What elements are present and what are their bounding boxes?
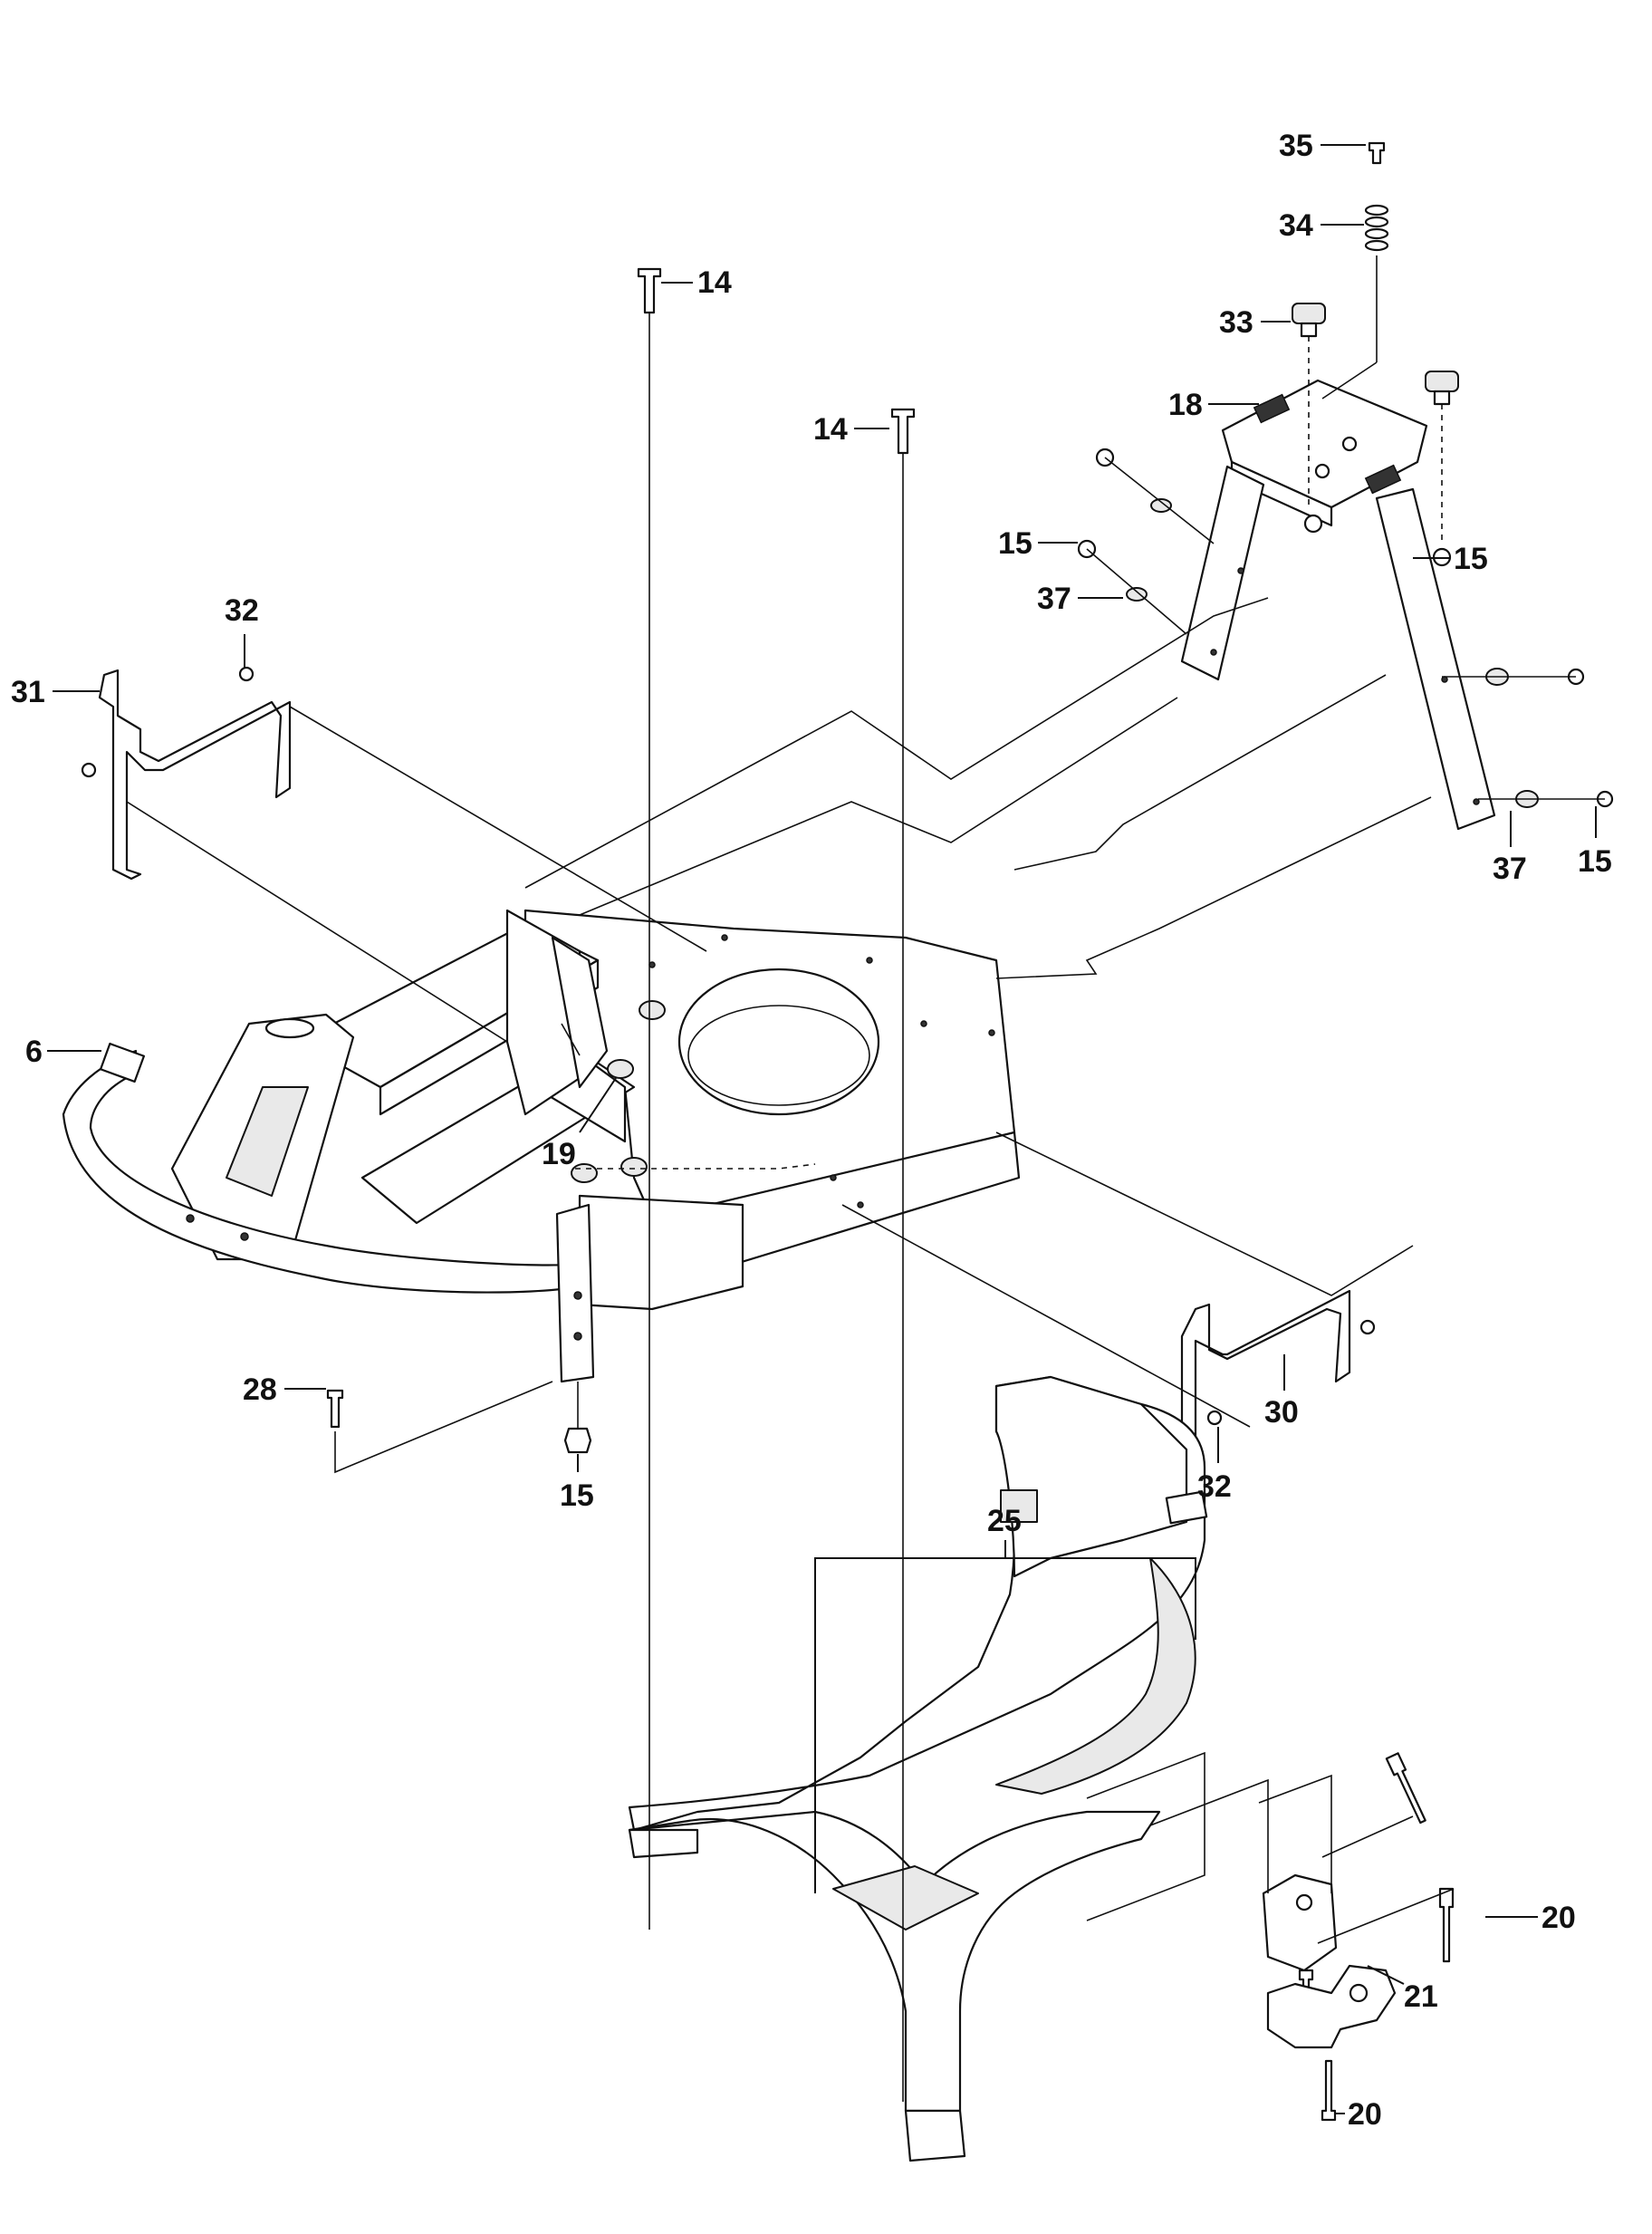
callout-31: 31 xyxy=(11,675,45,709)
callout-15-upper-left: 15 xyxy=(998,526,1032,561)
bracket-left xyxy=(81,666,292,881)
callout-18: 18 xyxy=(1168,388,1203,422)
callout-34: 34 xyxy=(1279,208,1313,243)
pins-14 xyxy=(637,267,916,2102)
callout-labels: 35 34 33 18 15 15 37 37 15 14 14 32 xyxy=(11,129,1612,2132)
callout-15-far-right: 15 xyxy=(1578,844,1612,879)
callout-37-left: 37 xyxy=(1037,582,1071,616)
callout-15-upper-right: 15 xyxy=(1454,542,1488,576)
callout-32-upper: 32 xyxy=(225,593,259,628)
callout-19: 19 xyxy=(542,1137,576,1171)
callout-14-middle: 14 xyxy=(813,412,848,447)
callout-28: 28 xyxy=(243,1372,277,1407)
callout-20-upper: 20 xyxy=(1542,1901,1576,1935)
bracket-right xyxy=(1180,1289,1376,1469)
callout-20-lower: 20 xyxy=(1348,2097,1382,2132)
nut-15 xyxy=(563,1427,592,1454)
bolt-20b xyxy=(1438,1887,1455,1963)
callout-37-right: 37 xyxy=(1493,852,1527,886)
callout-35: 35 xyxy=(1279,129,1313,163)
callout-33: 33 xyxy=(1219,305,1253,340)
callout-30: 30 xyxy=(1264,1395,1299,1430)
callout-25: 25 xyxy=(987,1504,1022,1538)
callout-15-lower: 15 xyxy=(560,1478,594,1513)
callout-14-top: 14 xyxy=(697,265,732,300)
callout-21: 21 xyxy=(1404,1979,1438,2014)
callout-32-lower: 32 xyxy=(1197,1469,1232,1504)
bolt-20a xyxy=(1385,1752,1426,1825)
fender-body xyxy=(628,1375,1338,2162)
callout-6: 6 xyxy=(25,1035,43,1069)
bracket-21 xyxy=(1266,1964,1397,2049)
seat-support-bracket xyxy=(1077,141,1614,831)
main-frame xyxy=(62,909,1021,1383)
spring-part xyxy=(1364,204,1389,252)
bolt-28 xyxy=(326,1389,344,1429)
